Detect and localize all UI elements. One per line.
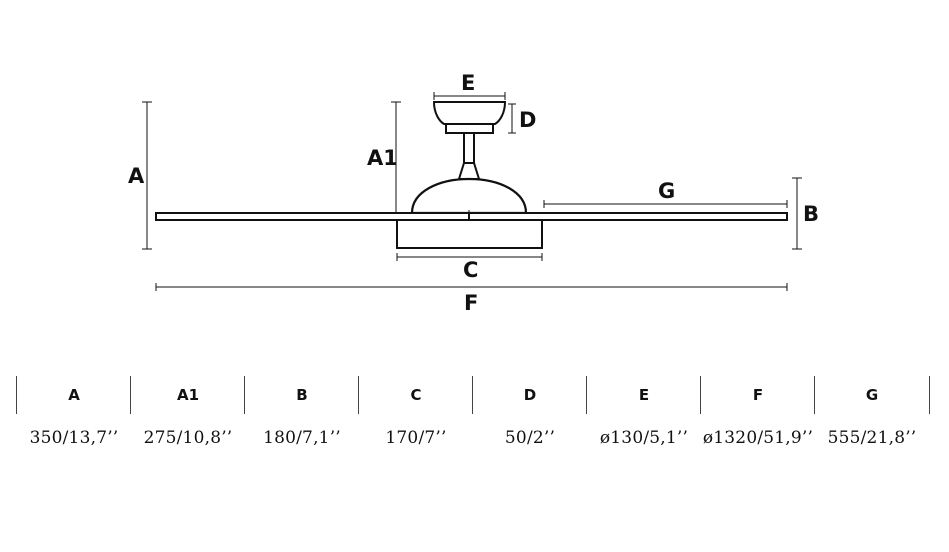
table-column-e: E ø130/5,1’’ [587,376,701,456]
table-column-b: B 180/7,1’’ [245,376,359,456]
column-value: 180/7,1’’ [263,428,341,448]
light-kit [396,219,543,249]
column-separator [814,376,815,414]
label-f: F [464,291,478,315]
column-separator [472,376,473,414]
table-column-g: G 555/21,8’’ [815,376,929,456]
column-value: 170/7’’ [385,428,447,448]
column-header: F [752,386,764,404]
dimension-lines [142,92,802,291]
table-column-d: D 50/2’’ [473,376,587,456]
table-column-c: C 170/7’’ [359,376,473,456]
column-value: 555/21,8’’ [827,428,917,448]
column-separator [130,376,131,414]
column-header: A [68,386,80,404]
column-header: A1 [176,386,200,404]
column-header: E [638,386,650,404]
blade-left [155,212,471,221]
downrod-cone [457,162,481,180]
label-e: E [461,71,475,95]
column-header: G [865,386,879,404]
label-c: C [463,258,478,282]
label-a: A [128,164,145,188]
table-column-f: F ø1320/51,9’’ [701,376,815,456]
column-value: ø1320/51,9’’ [702,428,814,448]
label-a1: A1 [367,146,398,170]
column-value: 50/2’’ [504,428,556,448]
column-separator [16,376,17,414]
dimensions-table: A 350/13,7’’ A1 275/10,8’’ B 180/7,1’’ C… [16,376,930,456]
label-d: D [519,108,536,132]
column-value: 275/10,8’’ [143,428,233,448]
canopy [432,101,507,125]
downrod [463,132,475,164]
column-separator [244,376,245,414]
canopy-collar [445,123,494,134]
column-value: 350/13,7’’ [29,428,119,448]
motor-housing [410,177,528,215]
column-separator [700,376,701,414]
column-separator [929,376,930,414]
column-value: ø130/5,1’’ [599,428,689,448]
table-column-a: A 350/13,7’’ [17,376,131,456]
label-b: B [803,202,819,226]
column-header: C [410,386,422,404]
fan-drawing [155,101,788,249]
blade-right [468,212,788,221]
table-column-a1: A1 275/10,8’’ [131,376,245,456]
column-separator [586,376,587,414]
column-separator [358,376,359,414]
ceiling-fan-dimension-diagram: A A1 E D G B C F [128,71,819,315]
label-g: G [658,179,675,203]
column-header: D [523,386,537,404]
column-header: B [296,386,308,404]
